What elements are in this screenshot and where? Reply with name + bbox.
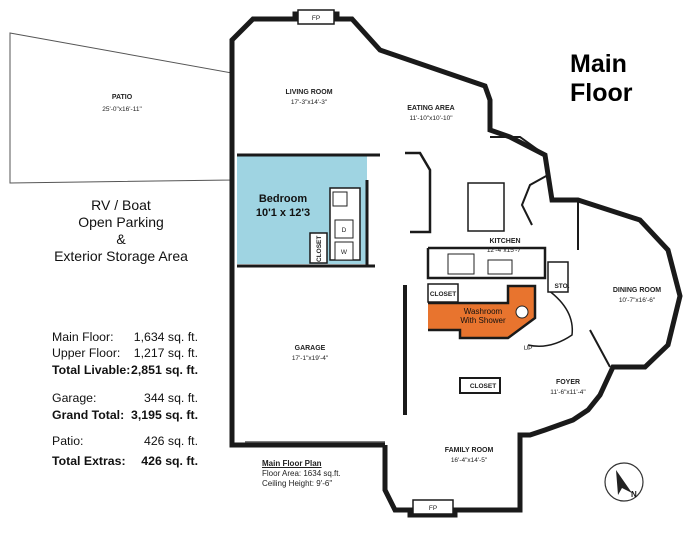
garage-dims: 17'-1"x19'-4" <box>292 355 329 362</box>
sto-label: STO. <box>554 283 569 290</box>
washroom-line1: Washroom <box>464 307 503 316</box>
kitchen-dims: 12'-4"x15'-7" <box>487 247 524 254</box>
stat-label: Grand Total: <box>52 408 125 422</box>
plan-note-title: Main Floor Plan <box>262 459 322 468</box>
foyer-dims: 11'-6"x11'-4" <box>550 389 586 396</box>
eating-label: EATING AREA <box>407 105 454 112</box>
foyer-closet <box>459 377 501 394</box>
compass-n: N <box>631 490 637 499</box>
living-label: LIVING ROOM <box>285 89 332 96</box>
rv-line4: Exterior Storage Area <box>54 248 188 264</box>
eating-dims: 11'-10"x10'-10" <box>409 115 453 122</box>
dining-dims: 10'-7"x16'-6" <box>619 297 656 304</box>
range <box>447 253 475 275</box>
fireplace-bottom <box>412 499 454 515</box>
plan-note: Main Floor Plan Floor Area: 1634 sq.ft. … <box>262 459 341 489</box>
kitchen-island <box>467 182 505 232</box>
stat-label: Garage: <box>52 391 97 405</box>
family-label: FAMILY ROOM <box>445 447 494 454</box>
kitchen-label: KITCHEN <box>489 238 520 245</box>
garage-label: GARAGE <box>295 345 326 352</box>
stat-value: 2,851 sq. ft. <box>131 363 198 377</box>
compass-arrow <box>616 470 632 495</box>
fp-top-label: FP <box>312 15 320 22</box>
stat-label: Main Floor: <box>52 330 114 344</box>
patio-dims: 25'-0"x16'-11" <box>102 106 142 113</box>
heading-line2: Floor <box>570 79 633 107</box>
storage-block <box>547 261 569 293</box>
stat-label: Upper Floor: <box>52 346 121 360</box>
rv-line1: RV / Boat <box>91 197 151 213</box>
stat-value: 426 sq. ft. <box>143 434 198 448</box>
stat-label: Total Extras: <box>52 454 126 468</box>
closet-kitchen-label: CLOSET <box>430 291 456 298</box>
rv-area-note: RV / Boat Open Parking & Exterior Storag… <box>36 197 206 265</box>
stat-label: Total Livable: <box>52 363 131 377</box>
kitchen-lower-counter <box>426 246 547 280</box>
closet-foyer-label: CLOSET <box>470 383 496 390</box>
plan-note-ceiling: Ceiling Height: 9'-6" <box>262 479 333 488</box>
bedroom-label: Bedroom <box>259 193 308 205</box>
washer <box>334 241 354 261</box>
closet-block <box>309 232 328 264</box>
dryer-label: D <box>342 227 347 234</box>
dining-label: DINING ROOM <box>613 287 661 294</box>
stat-value: 344 sq. ft. <box>143 391 198 405</box>
compass-circle <box>604 462 644 502</box>
toilet <box>515 305 529 319</box>
sink <box>332 191 348 207</box>
rv-line2: Open Parking <box>78 214 164 230</box>
plan-note-area: Floor Area: 1634 sq.ft. <box>262 469 341 478</box>
stat-label: Patio: <box>52 434 84 448</box>
fireplace-top <box>297 9 335 25</box>
stat-value: 1,634 sq. ft. <box>133 330 198 344</box>
dining-divider-2 <box>589 329 611 368</box>
page-heading: Main Floor <box>570 50 633 108</box>
heading-line1: Main <box>570 50 627 78</box>
washroom-line2: With Shower <box>460 316 506 325</box>
exterior-wall <box>229 11 683 518</box>
patio-label: PATIO <box>112 94 133 101</box>
rv-line3: & <box>116 231 126 247</box>
living-dims: 17'-3"x14'-3" <box>291 99 328 106</box>
stat-value: 1,217 sq. ft. <box>133 346 198 360</box>
dryer <box>334 219 354 239</box>
fp-bottom-label: FP <box>429 505 437 512</box>
stat-value: 3,195 sq. ft. <box>131 408 198 422</box>
bedroom-dims: 10'1 x 12'3 <box>256 207 310 219</box>
washer-label: W <box>341 249 348 256</box>
cooktop <box>487 259 513 275</box>
stat-value: 426 sq. ft. <box>141 454 198 468</box>
stair <box>527 289 574 347</box>
partition-wall <box>405 151 432 234</box>
family-dims: 16'-4"x14'-5" <box>451 457 488 464</box>
closet-bedroom-label: CLOSET <box>316 236 323 262</box>
kitchen-counter <box>490 136 550 226</box>
up-label: UP <box>523 345 532 352</box>
foyer-label: FOYER <box>556 379 580 386</box>
exterior-wall-left <box>229 73 385 448</box>
washroom-wall <box>428 284 537 340</box>
